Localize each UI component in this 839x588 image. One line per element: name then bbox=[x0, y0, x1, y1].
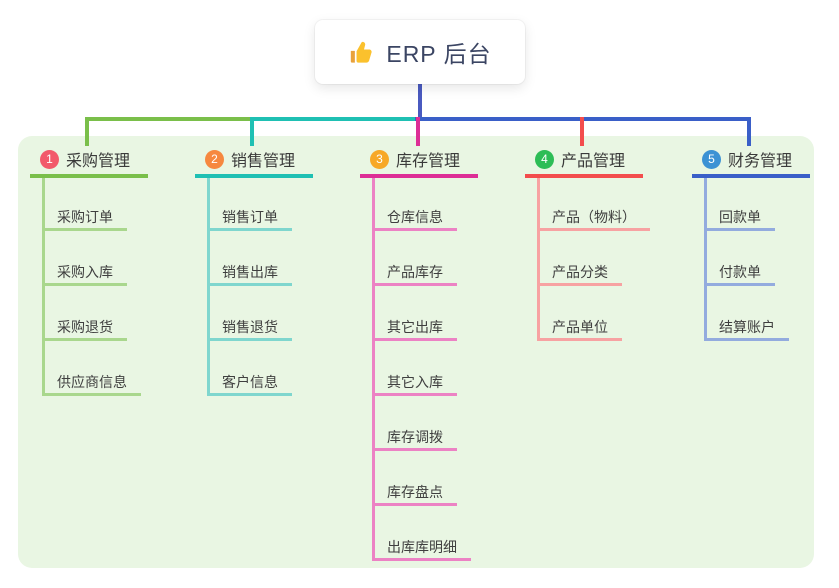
branch-node-1[interactable]: 1 采购管理 bbox=[30, 146, 148, 178]
child-node[interactable]: 销售退货 bbox=[207, 317, 292, 341]
child-node[interactable]: 客户信息 bbox=[207, 372, 292, 396]
branch-node-5[interactable]: 5 财务管理 bbox=[692, 146, 810, 178]
child-node[interactable]: 产品（物料） bbox=[537, 207, 650, 231]
branch-sales: 2 销售管理 销售订单 销售出库 销售退货 客户信息 bbox=[195, 0, 335, 588]
branch-spine-5 bbox=[704, 178, 707, 341]
branch-product: 4 产品管理 产品（物料） 产品分类 产品单位 bbox=[525, 0, 665, 588]
root-node[interactable]: ERP 后台 bbox=[315, 20, 525, 84]
branch-drop-line-5 bbox=[747, 117, 751, 146]
branch-title-1: 采购管理 bbox=[66, 153, 131, 170]
branch-title-4: 产品管理 bbox=[561, 153, 626, 170]
branch-title-5: 财务管理 bbox=[728, 153, 793, 170]
branch-finance: 5 财务管理 回款单 付款单 结算账户 bbox=[692, 0, 832, 588]
child-node[interactable]: 其它出库 bbox=[372, 317, 457, 341]
branch-spine-3 bbox=[372, 178, 375, 561]
child-node[interactable]: 出库库明细 bbox=[372, 537, 471, 561]
child-node[interactable]: 库存调拨 bbox=[372, 427, 457, 451]
branch-spine-4 bbox=[537, 178, 540, 341]
branch-badge-2: 2 bbox=[205, 149, 224, 169]
child-node[interactable]: 采购订单 bbox=[42, 207, 127, 231]
child-node[interactable]: 供应商信息 bbox=[42, 372, 141, 396]
root-connector-line bbox=[418, 84, 422, 121]
branch-node-4[interactable]: 4 产品管理 bbox=[525, 146, 643, 178]
child-node[interactable]: 产品分类 bbox=[537, 262, 622, 286]
branch-node-2[interactable]: 2 销售管理 bbox=[195, 146, 313, 178]
branch-badge-1: 1 bbox=[40, 149, 59, 169]
branch-purchase: 1 采购管理 采购订单 采购入库 采购退货 供应商信息 bbox=[30, 0, 170, 588]
horizontal-connector-green bbox=[85, 117, 254, 121]
child-node[interactable]: 回款单 bbox=[704, 207, 775, 231]
branch-drop-line-1 bbox=[85, 117, 89, 146]
branch-title-3: 库存管理 bbox=[396, 153, 461, 170]
child-node[interactable]: 付款单 bbox=[704, 262, 775, 286]
branch-drop-line-3 bbox=[416, 117, 420, 146]
horizontal-connector-teal bbox=[250, 117, 419, 121]
child-node[interactable]: 采购入库 bbox=[42, 262, 127, 286]
root-title: ERP 后台 bbox=[386, 41, 492, 67]
child-node[interactable]: 销售订单 bbox=[207, 207, 292, 231]
child-node[interactable]: 产品单位 bbox=[537, 317, 622, 341]
branch-node-3[interactable]: 3 库存管理 bbox=[360, 146, 478, 178]
branch-spine-1 bbox=[42, 178, 45, 396]
branch-title-2: 销售管理 bbox=[231, 153, 296, 170]
thumbs-up-icon bbox=[351, 41, 372, 63]
branch-badge-3: 3 bbox=[370, 149, 389, 169]
child-node[interactable]: 结算账户 bbox=[704, 317, 789, 341]
branch-drop-line-4 bbox=[580, 117, 584, 146]
branch-spine-2 bbox=[207, 178, 210, 396]
branch-badge-5: 5 bbox=[702, 149, 721, 169]
child-node[interactable]: 其它入库 bbox=[372, 372, 457, 396]
child-node[interactable]: 销售出库 bbox=[207, 262, 292, 286]
child-node[interactable]: 库存盘点 bbox=[372, 482, 457, 506]
branch-badge-4: 4 bbox=[535, 149, 554, 169]
branch-inventory: 3 库存管理 仓库信息 产品库存 其它出库 其它入库 库存调拨 库存盘点 出库库… bbox=[360, 0, 500, 588]
mindmap-background-panel bbox=[18, 136, 814, 568]
child-node[interactable]: 采购退货 bbox=[42, 317, 127, 341]
child-node[interactable]: 产品库存 bbox=[372, 262, 457, 286]
child-node[interactable]: 仓库信息 bbox=[372, 207, 457, 231]
branch-drop-line-2 bbox=[250, 117, 254, 146]
